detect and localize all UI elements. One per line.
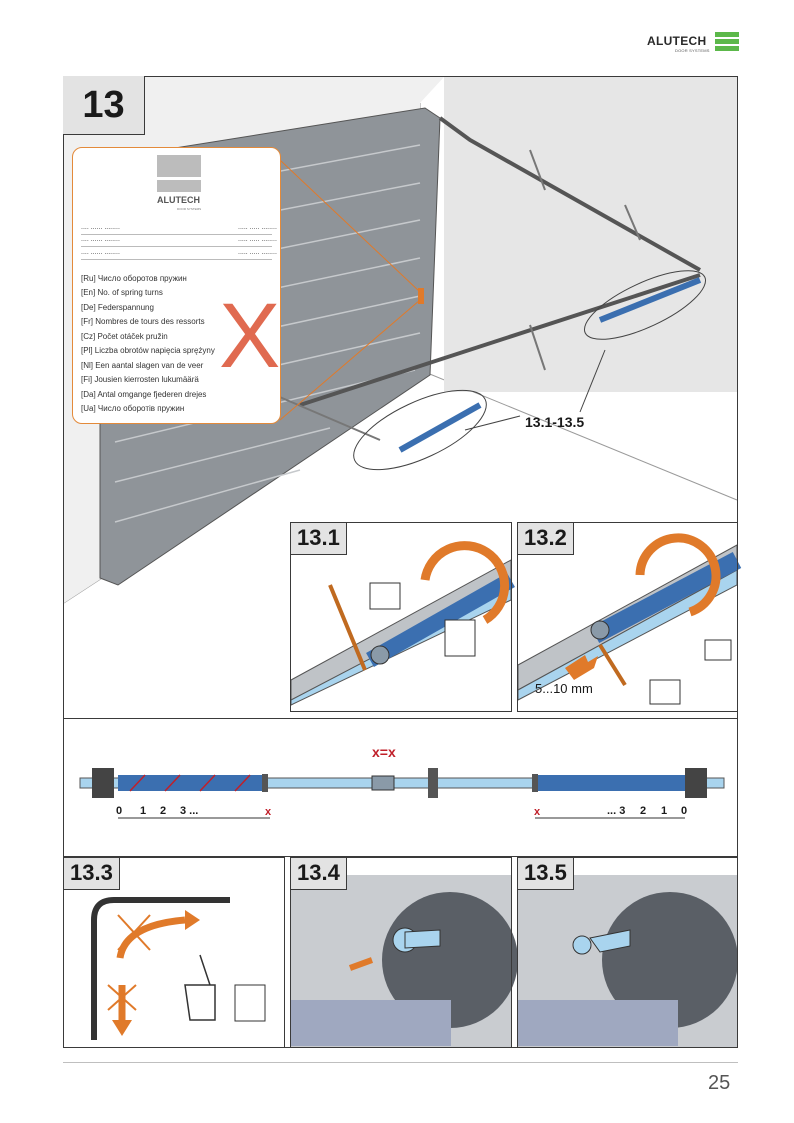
logo-wordmark: ALUTECH	[647, 34, 707, 48]
card-line-fi: [Fi] Jousien kierrosten lukumäärä	[81, 375, 199, 384]
card-brand: ALUTECH	[157, 195, 200, 205]
panel-13-2: 13.2	[517, 522, 738, 712]
panel-13-5-label: 13.5	[518, 858, 574, 890]
callout-label: 13.1-13.5	[525, 414, 585, 430]
panel-13-3-label: 13.3	[64, 858, 120, 890]
right-scale-marker: x	[534, 806, 541, 818]
spring-turns-card: ALUTECH DOOR SYSTEMS .... ...... .......…	[72, 147, 281, 424]
card-dots-right-1: ..... ..... ........	[238, 224, 277, 231]
card-line-fr: [Fr] Nombres de tours des ressorts	[81, 317, 205, 326]
fill-in-mark: X	[219, 285, 281, 387]
left-scale-3: 3 ...	[180, 805, 199, 817]
card-brand-sub: DOOR SYSTEMS	[177, 207, 202, 211]
card-line-de: [De] Federspannung	[81, 303, 154, 312]
card-line-da: [Da] Antal omgange fjederen drejes	[81, 390, 207, 399]
panel-13-5: 13.5	[517, 857, 738, 1048]
card-line-nl: [Nl] Een aantal slagen van de veer	[81, 361, 204, 370]
right-scale-2: 2	[640, 805, 647, 817]
panel-13-4-label: 13.4	[291, 858, 347, 890]
left-scale-1: 1	[140, 805, 147, 817]
card-dots-right-2: ..... ..... ........	[238, 236, 277, 243]
panel-13-1-illustration	[290, 541, 515, 706]
logo-subtitle: DOOR SYSTEMS	[675, 48, 710, 53]
panel-13-3-illustration	[91, 897, 266, 1040]
equal-turns-label: x=x	[372, 744, 396, 760]
alutech-logo: ALUTECH DOOR SYSTEMS	[647, 30, 739, 54]
step-number: 13	[63, 76, 145, 135]
card-logo-bar	[157, 155, 201, 177]
panel-13-1-label: 13.1	[291, 523, 347, 555]
panel-13-4-illustration	[291, 875, 518, 1047]
panel-13-4: 13.4	[290, 857, 512, 1048]
right-scale-3: ... 3	[607, 805, 626, 817]
card-line-ua: [Ua] Число оборотів пружин	[81, 404, 185, 413]
card-line-ru: [Ru] Число оборотов пружин	[81, 274, 187, 283]
footer-divider	[63, 1062, 738, 1063]
card-dots-left-2: .... ...... ........	[81, 236, 120, 243]
card-line-cz: [Cz] Počet otáček pružin	[81, 332, 168, 341]
right-scale-1: 1	[661, 805, 668, 817]
left-scale-marker: x	[265, 806, 272, 818]
card-dots-right-3: ..... ..... ........	[238, 249, 277, 256]
panel-13-2-label: 13.2	[518, 523, 574, 555]
page-number: 25	[708, 1072, 731, 1094]
offset-label: 5...10 mm	[535, 681, 593, 696]
shaft-section	[63, 718, 738, 857]
left-scale-2: 2	[160, 805, 167, 817]
card-line-pl: [Pl] Liczba obrotów napięcia sprężyny	[81, 346, 215, 355]
card-dots-left-1: .... ...... ........	[81, 224, 120, 231]
panel-13-1: 13.1	[290, 522, 512, 712]
card-divider	[81, 259, 272, 260]
right-scale-0: 0	[681, 805, 688, 817]
panel-13-3: 13.3	[63, 857, 285, 1048]
panel-13-5-illustration	[518, 875, 738, 1047]
logo-bars-icon	[715, 32, 739, 53]
card-logo-bar-2	[157, 180, 201, 192]
card-dots-left-3: .... ...... ........	[81, 249, 120, 256]
card-divider	[81, 246, 272, 247]
card-line-en: [En] No. of spring turns	[81, 288, 163, 297]
shaft-diagram	[79, 768, 725, 819]
card-divider	[81, 234, 272, 235]
left-scale-0: 0	[116, 805, 123, 817]
